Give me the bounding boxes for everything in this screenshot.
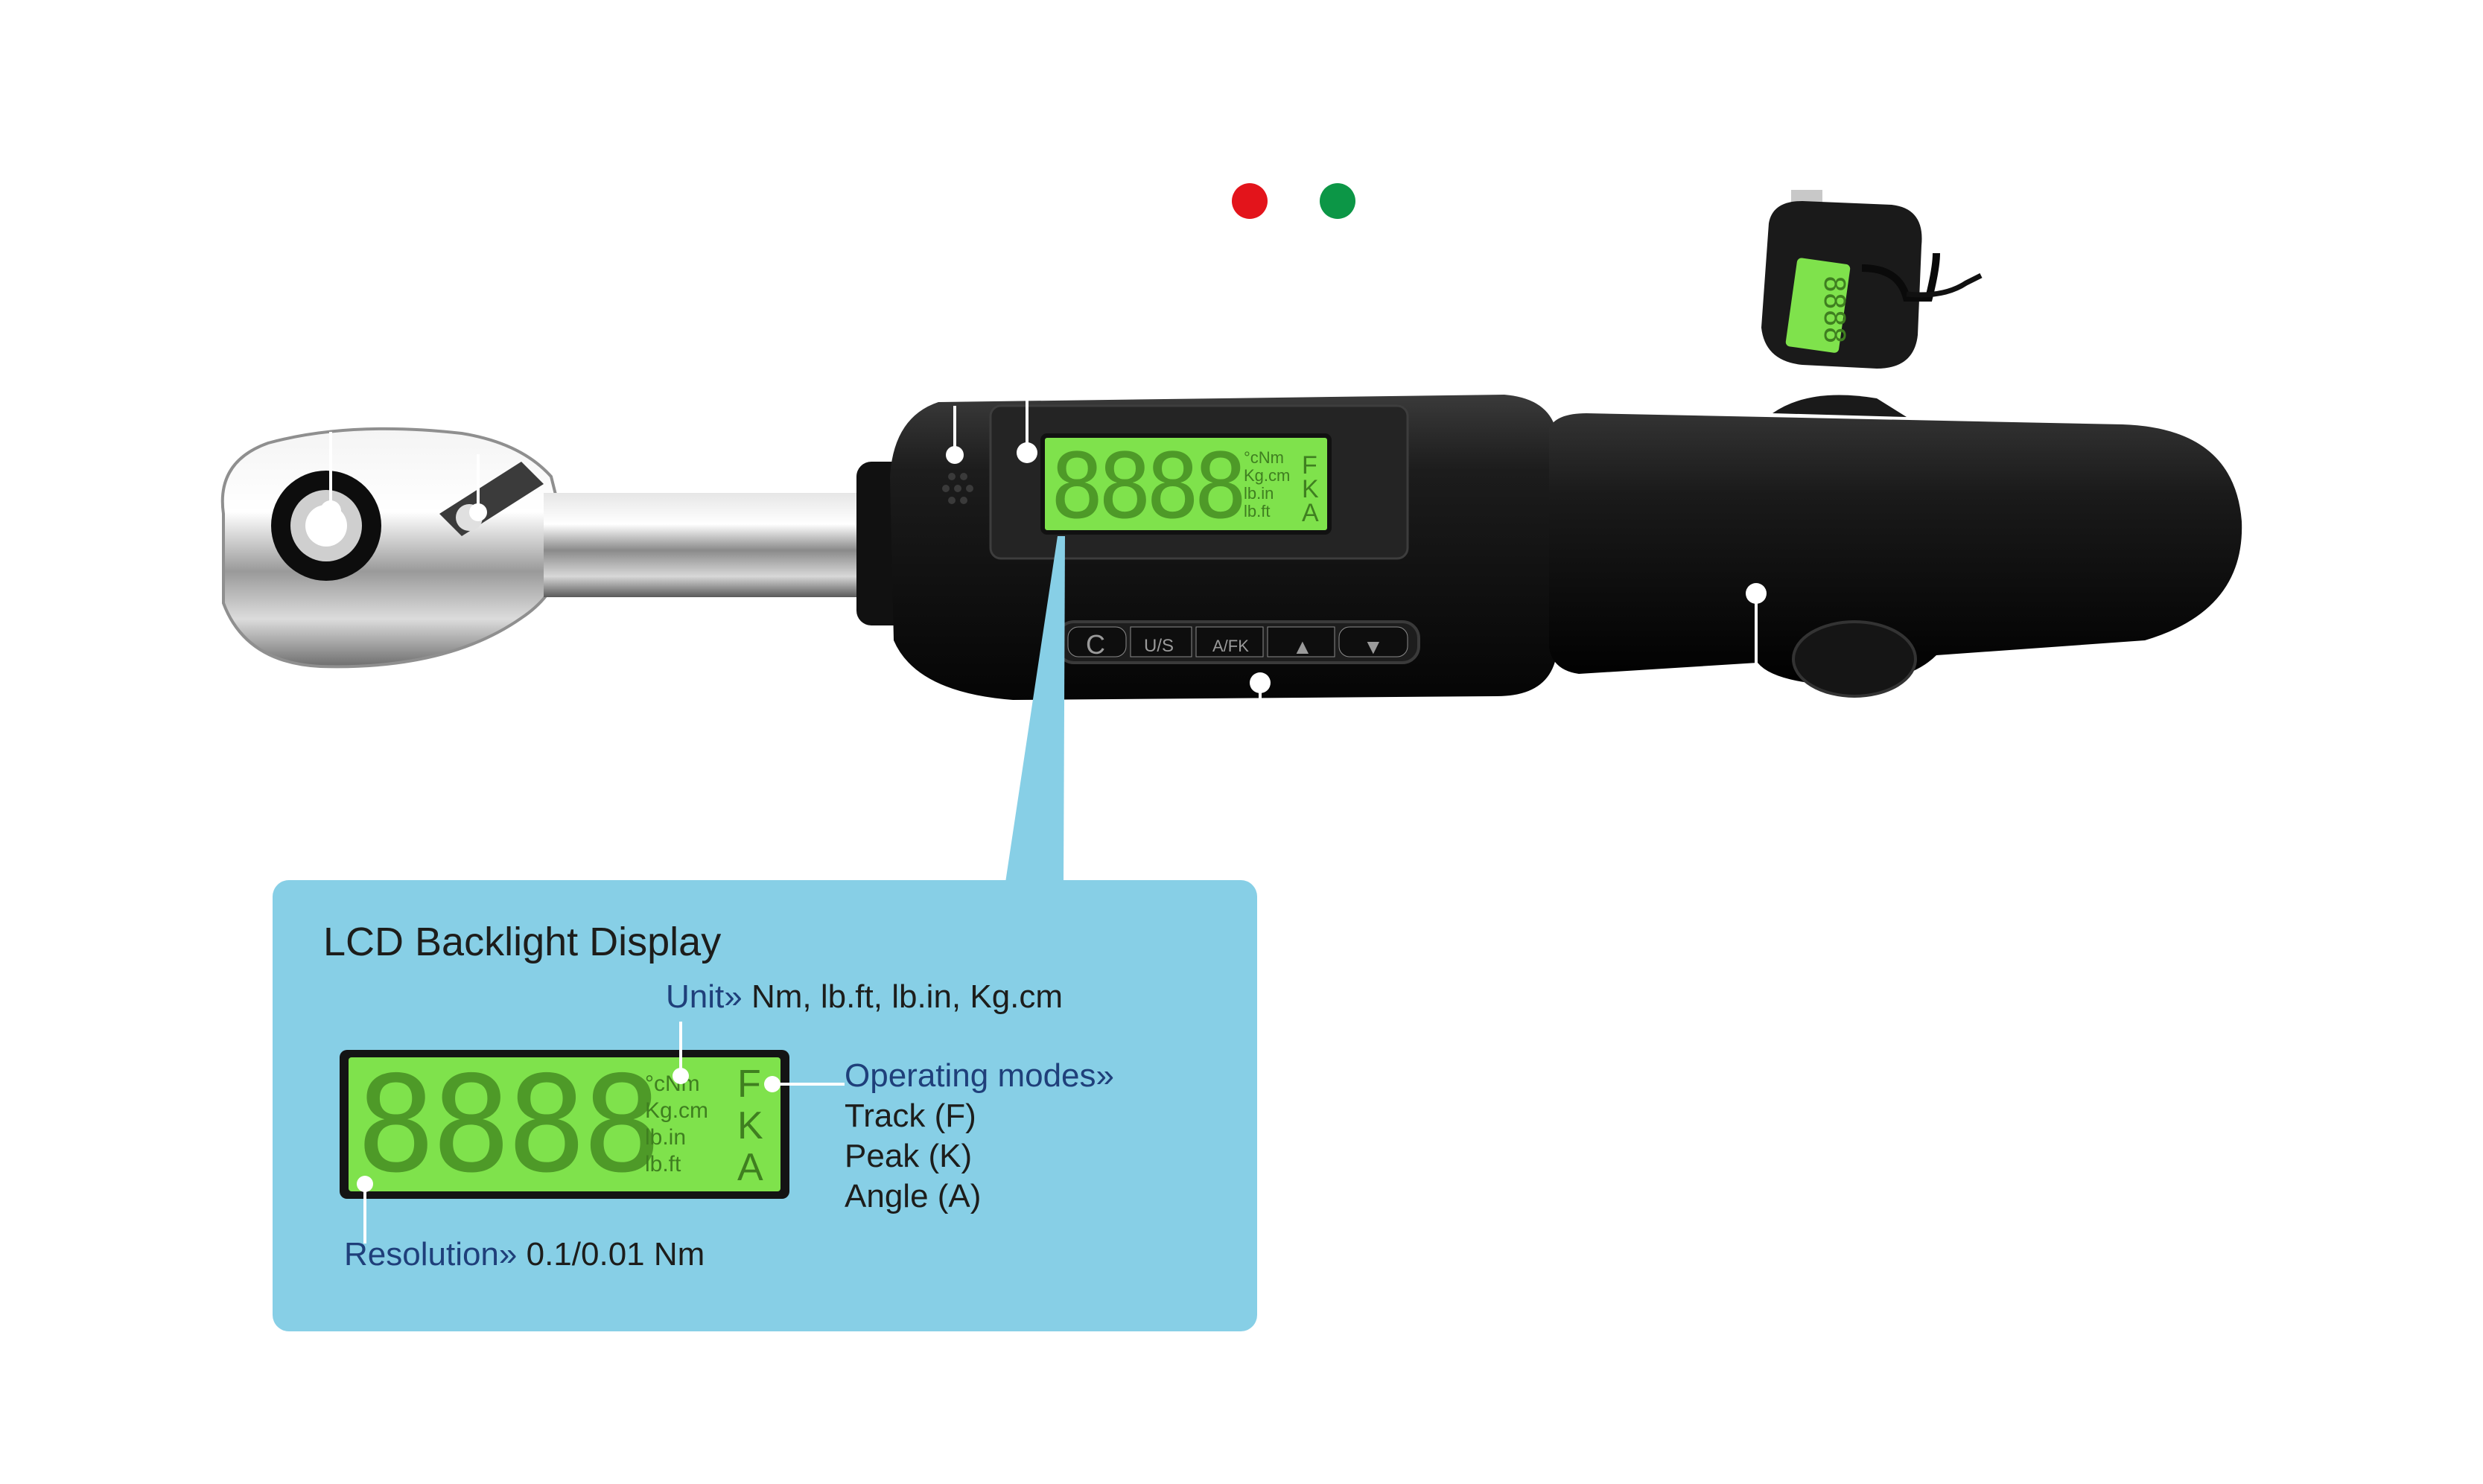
resolution-pointer-dot bbox=[357, 1176, 373, 1192]
svg-text:8888: 8888 bbox=[1050, 436, 1242, 539]
battery-cap bbox=[1792, 620, 1917, 698]
mode-peak: Peak (K) bbox=[845, 1138, 973, 1174]
svg-text:▲: ▲ bbox=[1292, 635, 1313, 658]
mode-pointer-line bbox=[773, 1083, 845, 1086]
unit-pointer-line bbox=[679, 1022, 682, 1074]
mode-angle: Angle (A) bbox=[845, 1178, 982, 1214]
resolution-label: Resolution» bbox=[344, 1236, 518, 1273]
lcd-callout-panel: LCD Backlight Display Unit» Nm, lb.ft, l… bbox=[273, 880, 1257, 1331]
svg-text:lb.ft: lb.ft bbox=[1244, 502, 1270, 520]
unit-label: Unit» bbox=[666, 978, 743, 1015]
grip-handle bbox=[1549, 413, 2242, 685]
svg-text:A/FK: A/FK bbox=[1212, 637, 1249, 655]
red-led-icon bbox=[1232, 183, 1268, 219]
svg-text:°cNm: °cNm bbox=[1244, 448, 1284, 467]
lcd-digits: 8888 bbox=[356, 1057, 662, 1191]
svg-text:F: F bbox=[1302, 451, 1317, 480]
unit-pointer-dot bbox=[673, 1068, 689, 1084]
svg-text:U/S: U/S bbox=[1144, 636, 1174, 656]
svg-text:C: C bbox=[1086, 629, 1105, 660]
resolution-row: Resolution» 0.1/0.01 Nm bbox=[344, 1235, 705, 1275]
green-led-icon bbox=[1320, 183, 1355, 219]
modes-label: Operating modes» bbox=[845, 1057, 1114, 1094]
svg-text:▼: ▼ bbox=[1363, 635, 1384, 658]
buzzer-grille bbox=[942, 473, 973, 504]
tool-lcd bbox=[1040, 433, 1332, 535]
mode-pointer-dot bbox=[764, 1076, 780, 1092]
shaft bbox=[544, 493, 871, 597]
lcd-enlarged: 8888 °cNm Kg.cm lb.in lb.ft F K A bbox=[340, 1050, 789, 1199]
lcd-units: °cNm Kg.cm lb.in lb.ft bbox=[645, 1071, 709, 1176]
svg-text:Kg.cm: Kg.cm bbox=[1244, 466, 1290, 485]
callout-title: LCD Backlight Display bbox=[323, 920, 722, 964]
resolution-value: 0.1/0.01 Nm bbox=[526, 1236, 705, 1273]
lcd-modes: F K A bbox=[737, 1063, 763, 1189]
unit-row: Unit» Nm, lb.ft, lb.in, Kg.cm bbox=[666, 977, 1063, 1017]
svg-text:A: A bbox=[1302, 499, 1319, 527]
usb-charging-inset: 8888 bbox=[1761, 190, 1983, 369]
svg-text:K: K bbox=[1302, 475, 1319, 503]
ratchet-head bbox=[220, 427, 568, 669]
resolution-pointer-line bbox=[363, 1184, 366, 1243]
unit-value: Nm, lb.ft, lb.in, Kg.cm bbox=[751, 978, 1064, 1015]
svg-text:lb.in: lb.in bbox=[1244, 484, 1274, 503]
mode-track: Track (F) bbox=[845, 1098, 976, 1134]
callout-pointer bbox=[1005, 536, 1065, 882]
svg-text:8888: 8888 bbox=[1818, 276, 1851, 344]
